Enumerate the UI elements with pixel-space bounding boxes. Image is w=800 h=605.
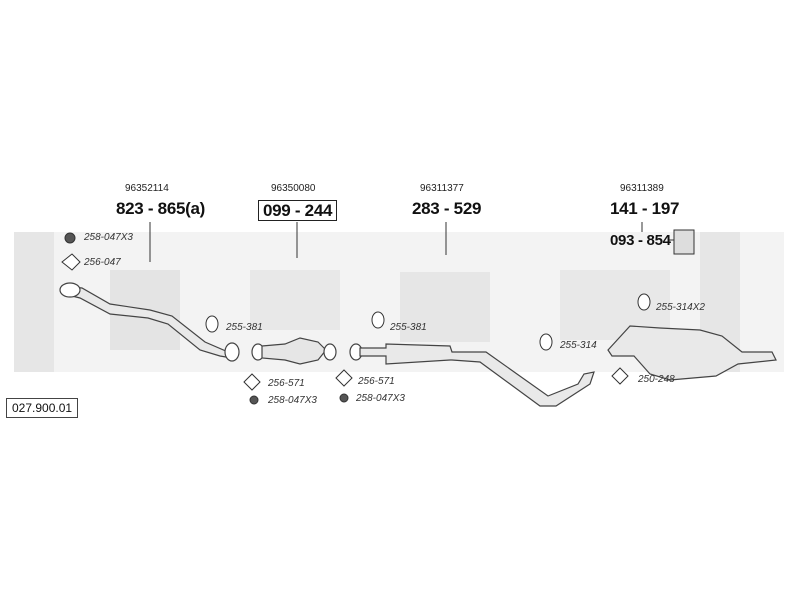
catalytic-converter [251,337,337,365]
label-j: 255-314 [560,340,597,351]
hardware-icons [61,229,695,405]
section-3-ref: 96311377 [420,183,464,194]
section-1-ref: 96352114 [125,183,169,194]
label-d: 256-571 [268,378,305,389]
label-b: 256-047 [84,257,121,268]
section-4-part: 141 - 197 [610,199,680,218]
extra-part: 093 - 854 [610,232,671,249]
label-f: 255-381 [390,322,427,333]
label-e: 258-047X3 [268,395,317,406]
label-c: 255-381 [226,322,263,333]
middle-silencer [349,343,595,407]
background-logo [14,232,784,372]
label-a: 258-047X3 [84,232,133,243]
section-2-part: 099 - 244 [258,200,338,221]
rear-silencer [607,325,777,381]
label-k: 250-248 [638,374,675,385]
label-h: 258-047X3 [356,393,405,404]
diagram-code: 027.900.01 [6,398,79,418]
section-4-ref: 96311389 [620,183,664,194]
section-1-part: 823 - 865(a) [116,199,206,218]
label-i: 255-314X2 [656,302,705,313]
front-pipe [59,282,240,362]
section-3-part: 283 - 529 [412,199,482,218]
section-2-ref: 96350080 [271,183,316,194]
leader-lines [149,222,680,262]
label-g: 256-571 [358,376,395,387]
